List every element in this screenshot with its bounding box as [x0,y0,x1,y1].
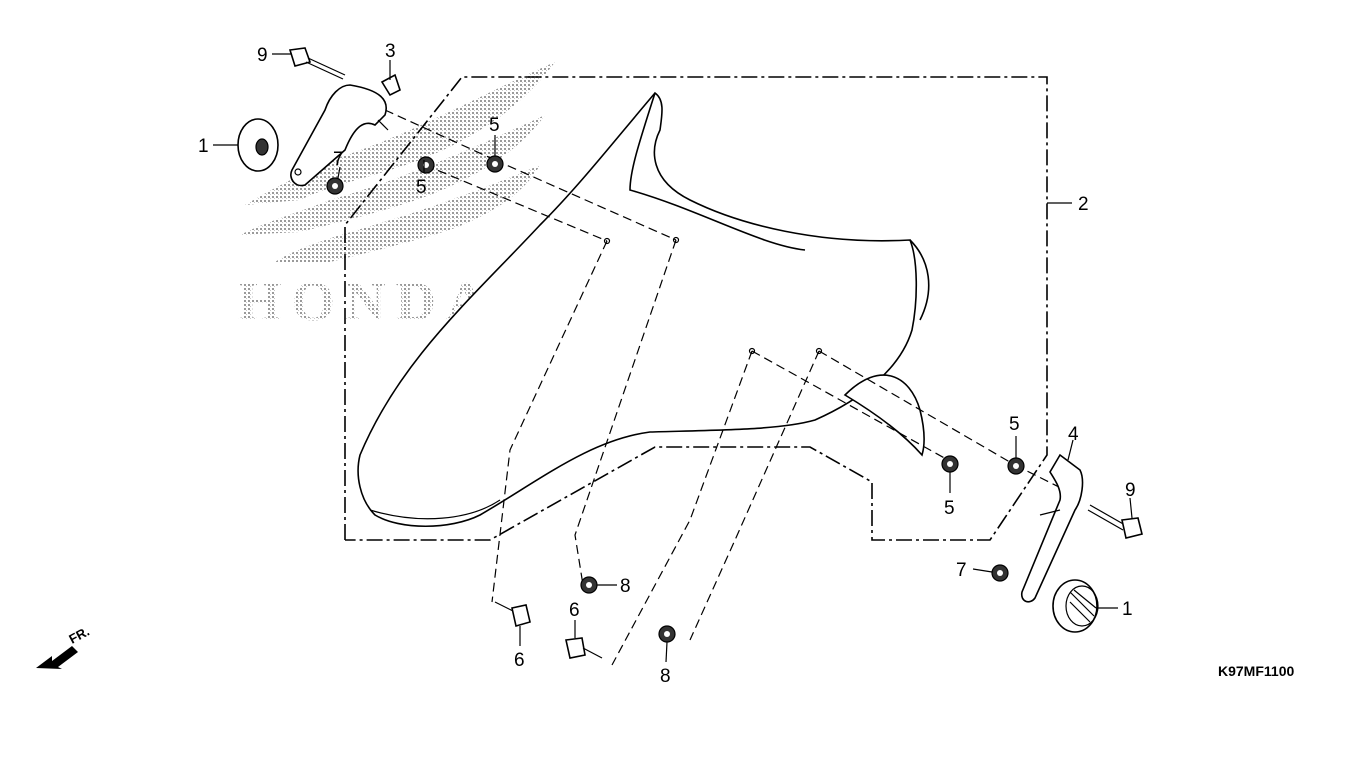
grommet-upper-right [486,155,504,173]
callout-4: 4 [1068,424,1079,445]
callout-6-middle: 6 [569,600,580,621]
callout-5-lower-right: 5 [1009,414,1020,435]
callout-8-left: 8 [620,576,631,597]
grommet-upper-left [417,156,435,174]
callout-8-right: 8 [660,666,671,687]
left-bracket [290,73,401,187]
callout-labels: 9 3 1 7 5 5 2 5 4 5 9 7 1 8 6 6 8 [198,41,1136,687]
right-reflector [1052,579,1099,633]
diagram-code: K97MF1100 [1218,663,1294,679]
left-reflector [237,118,279,172]
screw-lower-middle [565,637,603,659]
grommet-lower-right [1007,457,1025,475]
grommet-lower-left [941,455,959,473]
front-direction-label: FR. [66,624,92,647]
callout-7-left: 7 [333,149,344,170]
callout-7-right: 7 [956,560,967,581]
callout-1-right: 1 [1122,599,1133,620]
callout-3: 3 [385,41,396,62]
callout-2: 2 [1078,194,1089,215]
callout-5-lower-left: 5 [944,498,955,519]
nut-lower-right [658,625,676,643]
left-nut [326,177,344,195]
left-bolt [288,47,346,80]
screw-lower-left [494,601,531,628]
right-nut [991,564,1009,582]
callout-5-upper-left: 5 [416,177,427,198]
callout-9-right: 9 [1125,480,1136,501]
callout-9-left: 9 [257,45,268,66]
nut-lower-left [580,576,598,594]
right-bracket [1020,453,1084,603]
assembly-boundary [344,76,1048,541]
honda-watermark-text: HONDA [238,271,496,333]
right-bolt [1087,504,1143,539]
leader-lines-upper [384,109,1076,666]
front-direction-indicator: FR. [36,624,92,669]
callout-leaders [213,53,1133,663]
callout-1-left: 1 [198,136,209,157]
callout-5-upper-right: 5 [489,115,500,136]
front-arrow-icon [36,646,78,669]
callout-6-left: 6 [514,650,525,671]
